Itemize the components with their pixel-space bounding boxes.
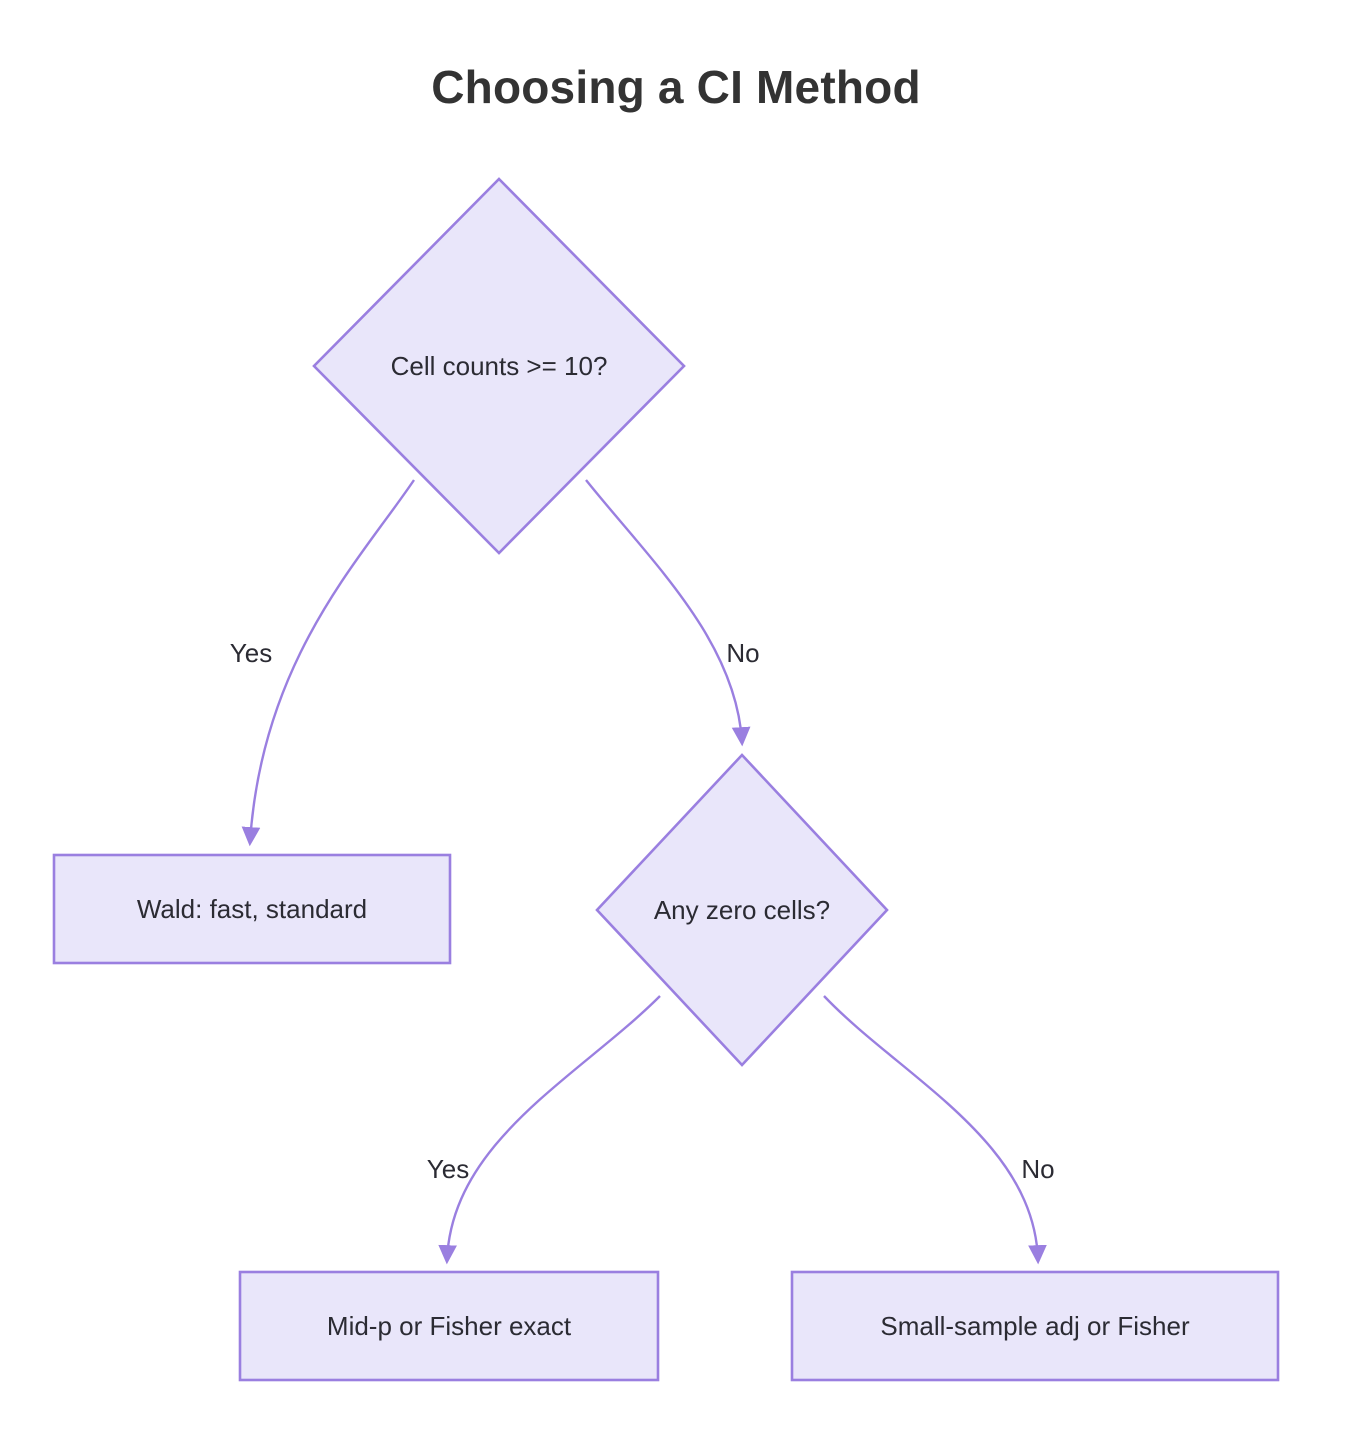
rect-shape — [238, 1270, 660, 1382]
diagram-title: Choosing a CI Method — [431, 61, 921, 113]
edge-label-cellcounts-no: No — [726, 638, 759, 668]
node-label-zero-cells: Any zero cells? — [654, 895, 830, 925]
rect-shape — [52, 853, 452, 965]
edge-label-zerocells-no: No — [1021, 1154, 1054, 1184]
node-outcome-wald[interactable]: Wald: fast, standard — [52, 853, 452, 965]
edge-cellcounts-yes — [241, 479, 415, 847]
node-label-wald: Wald: fast, standard — [137, 894, 367, 924]
edge-zerocells-no — [823, 995, 1047, 1265]
node-label-cell-counts: Cell counts >= 10? — [391, 351, 608, 381]
node-outcome-midp-fisher[interactable]: Mid-p or Fisher exact — [238, 1270, 660, 1382]
edge-label-zerocells-yes: Yes — [427, 1154, 469, 1184]
node-outcome-small-sample[interactable]: Small-sample adj or Fisher — [790, 1270, 1280, 1382]
diamond-shape — [595, 753, 889, 1067]
node-decision-cell-counts[interactable]: Cell counts >= 10? — [312, 177, 686, 555]
edge-label-cellcounts-yes: Yes — [230, 638, 272, 668]
node-label-small-sample: Small-sample adj or Fisher — [880, 1311, 1190, 1341]
node-decision-zero-cells[interactable]: Any zero cells? — [595, 753, 889, 1067]
edge-label-group: Yes No Yes No — [230, 638, 1055, 1184]
edge-cellcounts-no — [585, 479, 751, 747]
edge-group — [241, 479, 1047, 1265]
rect-shape — [790, 1270, 1280, 1382]
diamond-shape — [312, 177, 686, 555]
node-label-midp-fisher: Mid-p or Fisher exact — [327, 1311, 572, 1341]
edge-zerocells-yes — [438, 995, 661, 1265]
